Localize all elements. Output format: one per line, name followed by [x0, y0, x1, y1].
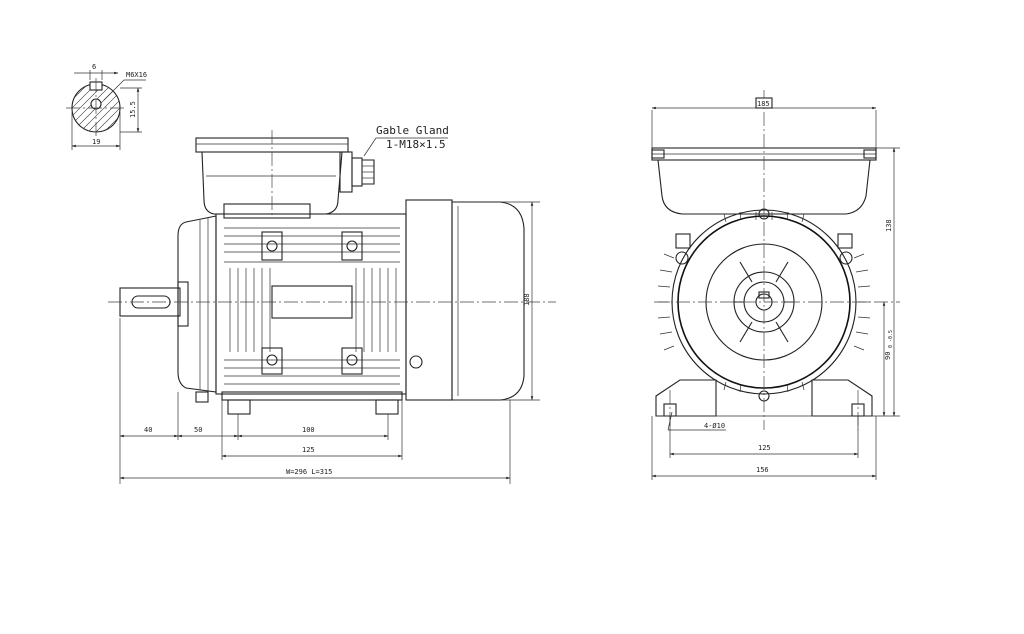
foot-hole-spacing-dim: 100 [302, 426, 315, 434]
front-foot-spacing-dim: 125 [758, 444, 771, 452]
key-diameter-dim: 19 [92, 138, 100, 146]
key-section-view: 6 M6X16 15.5 19 [66, 63, 147, 150]
front-top-width-dim: 185 [757, 100, 770, 108]
end-shield [177, 215, 217, 393]
shaft-length-dim: 40 [144, 426, 152, 434]
key-width-dim: 6 [92, 63, 96, 71]
front-overall-width-dim: 156 [756, 466, 769, 474]
side-view: Gable Gland 1-M18×1.5 [108, 124, 556, 484]
overall-length-dim: W=296 L=315 [286, 468, 332, 476]
mounting-feet [195, 391, 403, 415]
shaft-height-dim: 90 [884, 352, 892, 360]
thread-dim: M6X16 [126, 71, 147, 79]
front-height-dim: 138 [885, 219, 893, 232]
shaft-height-tolerance: 0 -0.5 [888, 330, 894, 348]
foot-length-dim: 125 [302, 446, 315, 454]
key-height-dim: 15.5 [129, 101, 137, 118]
front-view: 185 138 90 0 -0.5 4-Ø10 125 156 [651, 90, 900, 480]
stator-body [215, 213, 407, 395]
fan-cover [405, 199, 525, 401]
cooling-fins [229, 268, 397, 352]
overall-height-dim: 188 [523, 293, 531, 306]
cable-gland-label: Gable Gland [376, 124, 449, 137]
mounting-holes-dim: 4-Ø10 [704, 422, 725, 430]
cable-gland-thread: 1-M18×1.5 [386, 138, 446, 151]
shaft-to-foot-dim: 50 [194, 426, 202, 434]
cable-gland: Gable Gland 1-M18×1.5 [339, 124, 449, 193]
